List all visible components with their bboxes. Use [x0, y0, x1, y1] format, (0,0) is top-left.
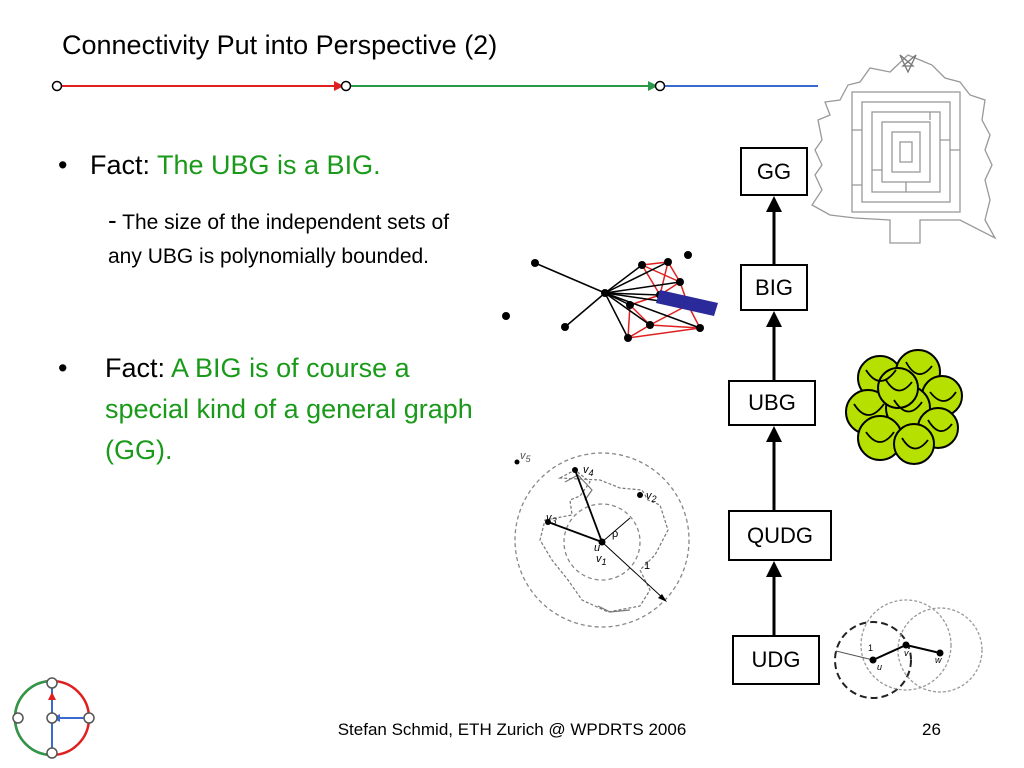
hierarchy-arrows	[766, 196, 782, 635]
dash: -	[108, 205, 117, 235]
fact-label: Fact:	[89, 150, 150, 180]
footer-text: Stefan Schmid, ETH Zurich @ WPDRTS 2006	[337, 720, 687, 739]
subtext: The size of the independent sets of any …	[108, 211, 450, 268]
label-v4: v4	[583, 464, 594, 479]
qudg-illustration	[514, 452, 690, 628]
udg-illustration	[834, 599, 983, 699]
fact-bullet-1: • Fact: The UBG is a BIG.	[58, 145, 381, 186]
fact-label: Fact:	[105, 353, 166, 383]
page-number: 26	[922, 720, 941, 739]
label-v1: v1	[596, 553, 607, 568]
box-big: BIG	[740, 264, 808, 311]
box-gg: GG	[740, 147, 808, 196]
big-graph-illustration	[502, 251, 718, 342]
title-underline	[51, 80, 818, 92]
label-udg-v: v	[904, 648, 909, 658]
fact-1-subtext: - The size of the independent sets of an…	[108, 203, 488, 274]
box-qudg: QUDG	[728, 510, 832, 561]
maze-tree-illustration	[811, 54, 997, 244]
bullet-dot: •	[58, 353, 68, 383]
label-u: u	[594, 542, 601, 554]
label-udg-u: u	[877, 662, 883, 672]
box-udg: UDG	[732, 635, 820, 685]
fact-bullet-2: • Fact: A BIG is of course a special kin…	[58, 348, 478, 471]
logo	[12, 677, 95, 759]
fact-highlight: The UBG is a BIG.	[157, 150, 381, 180]
label-one-qudg: 1	[644, 560, 651, 572]
label-one-udg: 1	[868, 643, 874, 653]
ball-cluster-illustration	[845, 349, 963, 465]
bullet-dot: •	[58, 150, 90, 180]
label-v3: v3	[546, 512, 557, 527]
label-v2: v2	[646, 490, 657, 505]
label-udg-w: w	[935, 655, 942, 665]
slide-title: Connectivity Put into Perspective (2)	[62, 30, 498, 60]
box-ubg: UBG	[728, 380, 816, 426]
label-rho: ρ	[612, 528, 619, 540]
label-v5: v5	[520, 450, 531, 465]
fact-highlight: A BIG is of course a special kind of a g…	[105, 353, 473, 465]
